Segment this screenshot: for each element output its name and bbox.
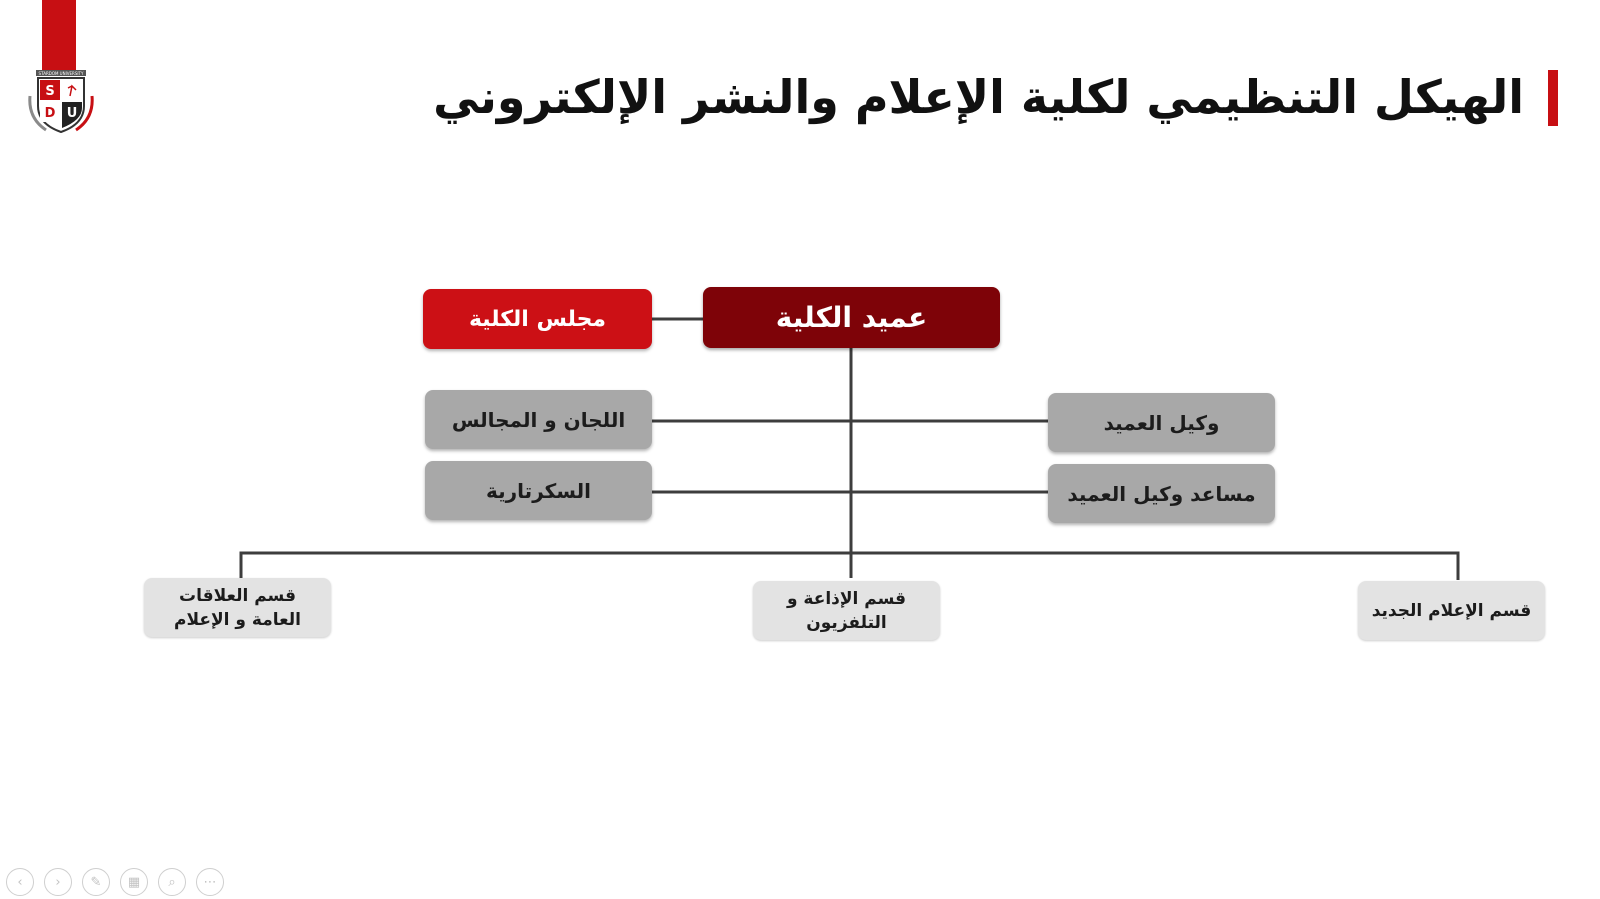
- title-accent-bar: [1548, 70, 1558, 126]
- assistant-vice-dean-box: مساعد وكيل العميد: [1048, 464, 1275, 523]
- dean-box: عميد الكلية: [703, 287, 1000, 348]
- more-icon[interactable]: ⋯: [196, 868, 224, 896]
- committees-box: اللجان و المجالس: [425, 390, 652, 449]
- logo-letter-s: S: [45, 84, 54, 99]
- pen-icon[interactable]: ✎: [82, 868, 110, 896]
- zoom-icon[interactable]: ⌕: [158, 868, 186, 896]
- university-logo: STARDOM UNIVERSITY S D U: [28, 70, 94, 134]
- secretariat-box: السكرتارية: [425, 461, 652, 520]
- prev-icon[interactable]: ‹: [6, 868, 34, 896]
- next-icon[interactable]: ›: [44, 868, 72, 896]
- vice-dean-box: وكيل العميد: [1048, 393, 1275, 452]
- logo-ribbon: [42, 0, 76, 70]
- logo-text: STARDOM UNIVERSITY: [39, 71, 84, 76]
- dept-radio-tv-box: قسم الإذاعة و التلفزيون: [753, 581, 940, 640]
- dept-public-relations-box: قسم العلاقات العامة و الإعلام: [144, 578, 331, 637]
- departments-connector: [239, 551, 1460, 580]
- page-title: الهيكل التنظيمي لكلية الإعلام والنشر الإ…: [433, 70, 1524, 124]
- logo-letter-u: U: [67, 106, 78, 121]
- council-box: مجلس الكلية: [423, 289, 652, 349]
- slideshow-toolbar: ‹ › ✎ ▦ ⌕ ⋯: [6, 868, 224, 896]
- logo-letter-d: D: [45, 106, 56, 121]
- dept-new-media-box: قسم الإعلام الجديد: [1358, 581, 1545, 640]
- slides-icon[interactable]: ▦: [120, 868, 148, 896]
